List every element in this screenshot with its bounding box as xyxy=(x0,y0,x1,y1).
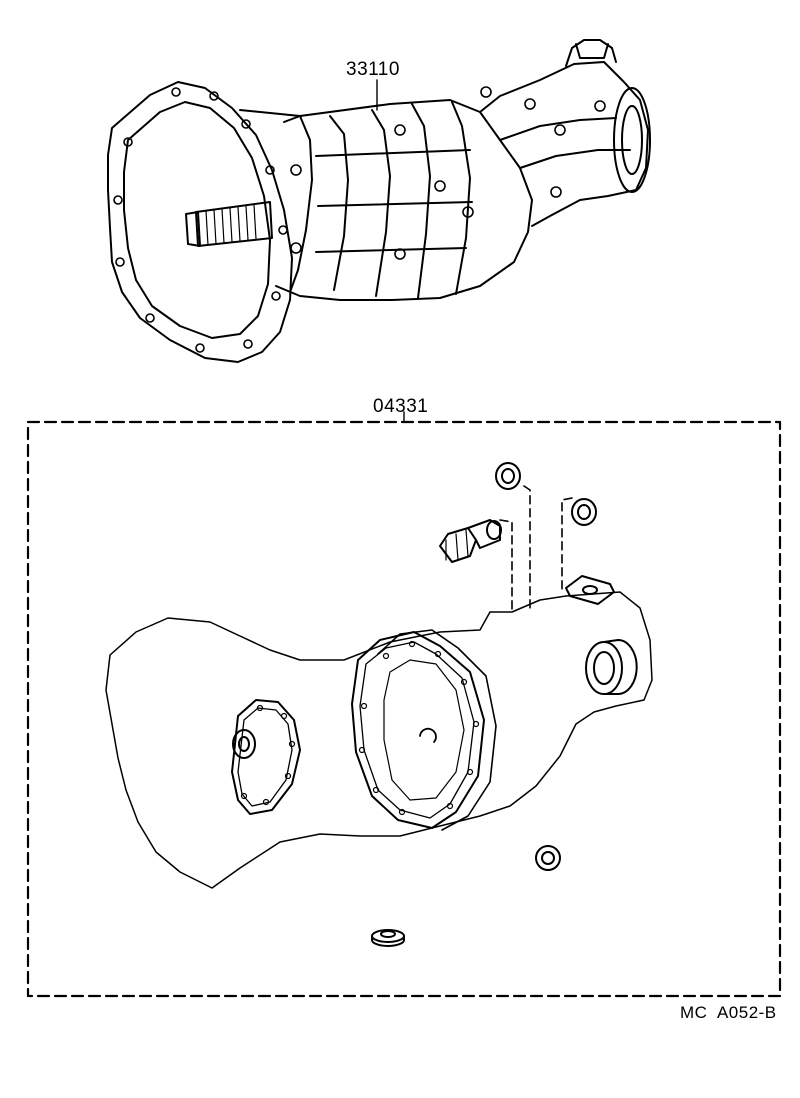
breather-plug xyxy=(440,520,501,562)
case-gaskets xyxy=(352,630,496,830)
figure-code: MC A052-B xyxy=(680,1003,777,1022)
rear-oil-seal xyxy=(586,640,637,694)
small-seal-1 xyxy=(496,463,520,489)
washer xyxy=(372,930,404,946)
transmission-assembly-drawing xyxy=(108,40,650,362)
installation-leaders xyxy=(500,486,572,612)
case-outline xyxy=(106,592,652,888)
shift-cover-gasket xyxy=(566,576,614,604)
small-seal-3 xyxy=(536,846,560,870)
part-number-33110: 33110 xyxy=(346,59,400,80)
gasket-kit-boundary xyxy=(28,412,780,996)
part-number-04331: 04331 xyxy=(373,396,429,417)
small-seal-2 xyxy=(572,499,596,525)
front-retainer-gasket xyxy=(232,700,300,814)
